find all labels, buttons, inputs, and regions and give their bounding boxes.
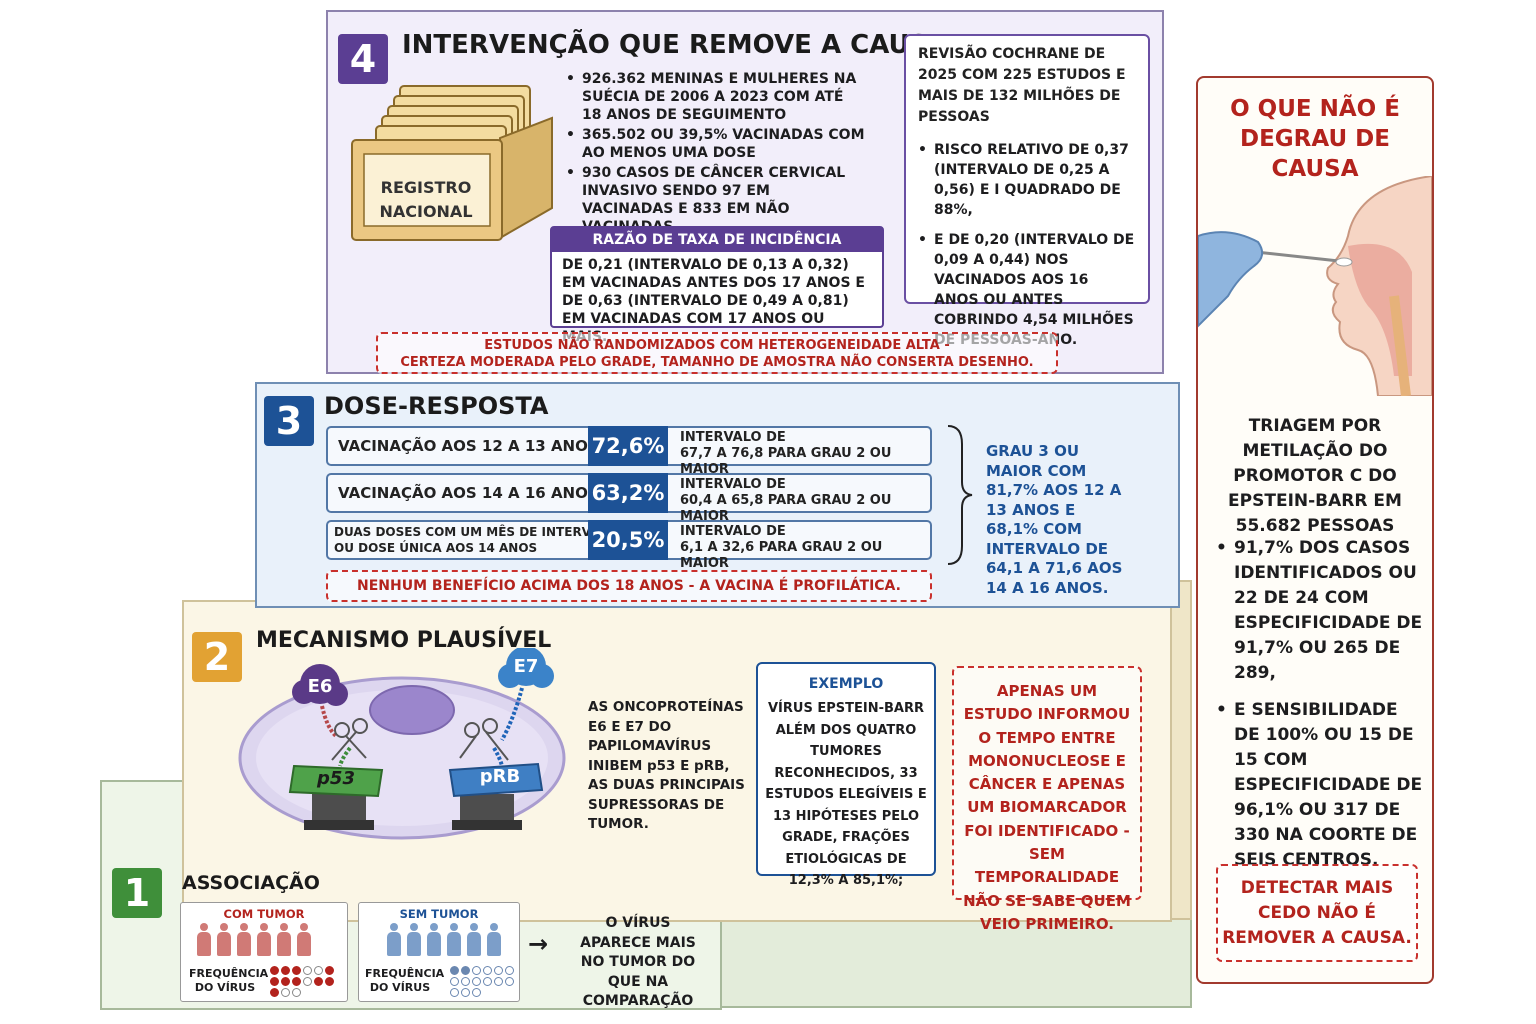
irr-text: DE 0,21 (INTERVALO DE 0,13 A 0,32) EM VA… bbox=[562, 257, 865, 345]
with-tumor-box: COM TUMOR FREQUÊNCIA DO VÍRUS bbox=[180, 902, 348, 1002]
step4-bullets: 926.362 MENINAS E MULHERES NA SUÉCIA DE … bbox=[566, 70, 866, 238]
list-item: 91,7% DOS CASOS IDENTIFICADOS OU 22 DE 2… bbox=[1216, 536, 1426, 686]
dose-percent: 63,2% bbox=[588, 473, 668, 513]
mechanism-text: AS ONCOPROTEÍNAS E6 E E7 DO PAPILOMAVÍRU… bbox=[588, 699, 745, 832]
arrow-right-icon: → bbox=[528, 930, 549, 958]
cell-mechanism-illustration bbox=[238, 648, 566, 840]
example-title: EXEMPLO bbox=[808, 676, 884, 692]
step3-number: 3 bbox=[264, 396, 314, 446]
virus-dots-icon bbox=[449, 965, 515, 998]
e7-label: E7 bbox=[513, 656, 539, 677]
people-icon bbox=[195, 923, 347, 959]
step1-riser bbox=[100, 780, 190, 860]
step1-number: 1 bbox=[112, 868, 162, 918]
virus-frequency-label: FREQUÊNCIA DO VÍRUS bbox=[189, 967, 269, 994]
step3-title: DOSE-RESPOSTA bbox=[324, 392, 549, 420]
cochrane-bullets: RISCO RELATIVO DE 0,37 (INTERVALO DE 0,2… bbox=[918, 140, 1136, 350]
brace-icon bbox=[947, 425, 973, 565]
dose-row-14-16: VACINAÇÃO AOS 14 A 16 ANOS 63,2% INTERVA… bbox=[326, 473, 932, 524]
dose-percent: 20,5% bbox=[588, 520, 668, 560]
dose-percent: 72,6% bbox=[588, 426, 668, 466]
virus-dots-icon bbox=[269, 965, 345, 998]
step3-warning: NENHUM BENEFÍCIO ACIMA DOS 18 ANOS - A V… bbox=[326, 570, 932, 602]
sidebar-screening-text: TRIAGEM POR METILAÇÃO DO PROMOTOR C DO E… bbox=[1228, 416, 1402, 536]
list-item: E DE 0,20 (INTERVALO DE 0,09 A 0,44) NOS… bbox=[918, 230, 1136, 350]
step2-warning: APENAS UM ESTUDO INFORMOU O TEMPO ENTRE … bbox=[952, 666, 1142, 933]
sidebar-title: O QUE NÃO É DEGRAU DE CAUSA bbox=[1230, 96, 1400, 182]
e6-label: E6 bbox=[307, 676, 333, 697]
example-box: EXEMPLO VÍRUS EPSTEIN-BARR ALÉM DOS QUAT… bbox=[756, 662, 936, 888]
virus-frequency-label: FREQUÊNCIA DO VÍRUS bbox=[365, 967, 445, 994]
association-conclusion: O VÍRUS APARECE MAIS NO TUMOR DO QUE NA … bbox=[580, 915, 696, 1009]
nasal-swab-illustration bbox=[1198, 176, 1432, 396]
sidebar-bullets: 91,7% DOS CASOS IDENTIFICADOS OU 22 DE 2… bbox=[1216, 536, 1426, 875]
p53-label: p53 bbox=[317, 768, 355, 789]
step4-warning-line2: CERTEZA MODERADA PELO GRADE, TAMANHO DE … bbox=[400, 355, 1034, 370]
step2-title: MECANISMO PLAUSÍVEL bbox=[256, 628, 552, 653]
list-item: 365.502 OU 39,5% VACINADAS COM AO MENOS … bbox=[566, 126, 866, 162]
dose-label: VACINAÇÃO AOS 12 A 13 ANOS bbox=[338, 437, 599, 455]
people-icon bbox=[385, 923, 519, 959]
prb-label: pRB bbox=[479, 766, 521, 787]
irr-title: RAZÃO DE TAXA DE INCIDÊNCIA bbox=[552, 228, 882, 252]
list-item: RISCO RELATIVO DE 0,37 (INTERVALO DE 0,2… bbox=[918, 140, 1136, 220]
with-tumor-label: COM TUMOR bbox=[223, 907, 305, 921]
dose-row-12-13: VACINAÇÃO AOS 12 A 13 ANOS 72,6% INTERVA… bbox=[326, 426, 932, 477]
without-tumor-box: SEM TUMOR FREQUÊNCIA DO VÍRUS bbox=[358, 902, 520, 1002]
step4-warning-line1: ESTUDOS NÃO RANDOMIZADOS COM HETEROGENEI… bbox=[484, 338, 950, 353]
example-text: VÍRUS EPSTEIN-BARR ALÉM DOS QUATRO TUMOR… bbox=[765, 701, 927, 888]
list-item: E SENSIBILIDADE DE 100% OU 15 DE 15 COM … bbox=[1216, 698, 1426, 873]
grade3-text: GRAU 3 OU MAIOR COM 81,7% AOS 12 A 13 AN… bbox=[986, 442, 1123, 597]
without-tumor-label: SEM TUMOR bbox=[399, 907, 479, 921]
step1-title: ASSOCIAÇÃO bbox=[182, 872, 320, 894]
list-item: 926.362 MENINAS E MULHERES NA SUÉCIA DE … bbox=[566, 70, 866, 124]
registry-label: REGISTRO NACIONAL bbox=[379, 178, 473, 221]
sidebar-conclusion: DETECTAR MAIS CEDO NÃO É REMOVER A CAUSA… bbox=[1216, 864, 1418, 962]
step4-warning: ESTUDOS NÃO RANDOMIZADOS COM HETEROGENEI… bbox=[376, 332, 1058, 374]
cochrane-title: REVISÃO COCHRANE DE 2025 COM 225 ESTUDOS… bbox=[918, 46, 1126, 125]
dose-label: VACINAÇÃO AOS 14 A 16 ANOS bbox=[338, 484, 599, 502]
step4-number: 4 bbox=[338, 34, 388, 84]
step2-number: 2 bbox=[192, 632, 242, 682]
irr-box: RAZÃO DE TAXA DE INCIDÊNCIA DE 0,21 (INT… bbox=[550, 226, 884, 345]
registry-file-box-icon bbox=[350, 78, 555, 243]
step4-title: INTERVENÇÃO QUE REMOVE A CAUSA bbox=[402, 30, 949, 60]
cochrane-box: REVISÃO COCHRANE DE 2025 COM 225 ESTUDOS… bbox=[904, 34, 1150, 348]
